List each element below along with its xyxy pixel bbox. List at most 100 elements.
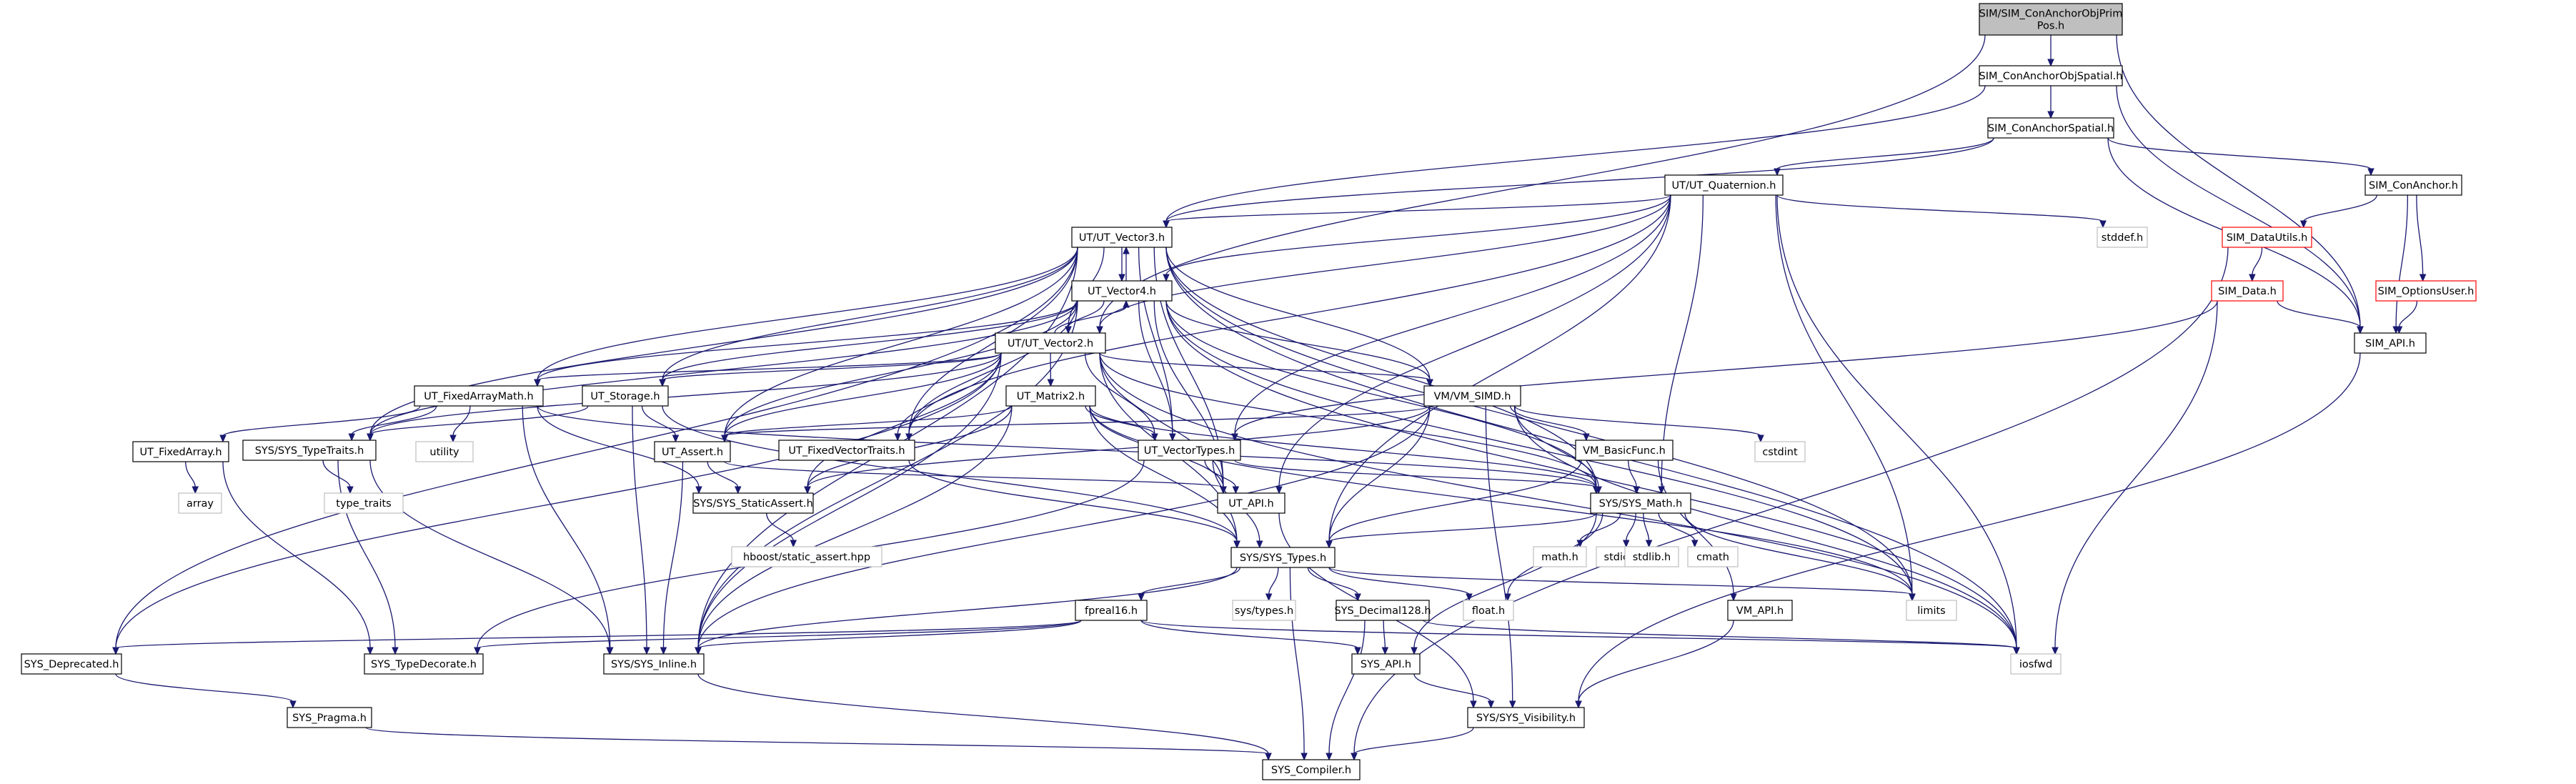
node-vmsimd[interactable]: VM/VM_SIMD.h [1423, 385, 1521, 407]
node-label: VM/VM_SIMD.h [1434, 391, 1511, 402]
node-basicfunc[interactable]: VM_BasicFunc.h [1575, 440, 1674, 461]
edge-quat-to-iosfwd [1776, 194, 2020, 655]
node-typedecorate[interactable]: SYS_TypeDecorate.h [364, 653, 484, 675]
node-hboost: hboost/static_assert.hpp [731, 546, 882, 567]
node-compiler[interactable]: SYS_Compiler.h [1262, 759, 1361, 780]
node-box [2010, 653, 2062, 675]
node-label: limits [1917, 605, 1945, 617]
node-visibility[interactable]: SYS/SYS_Visibility.h [1467, 707, 1585, 728]
node-box [1217, 492, 1285, 514]
edge-fixedarray-to-array [185, 461, 199, 495]
node-fpreal16[interactable]: fpreal16.h [1075, 600, 1148, 621]
node-fixedarraymath[interactable]: UT_FixedArrayMath.h [414, 385, 544, 407]
edge-decimal-to-sysapi [1381, 620, 1389, 655]
edge-vec2-to-fixedarraymath [534, 352, 1002, 387]
node-vec3[interactable]: UT/UT_Vector3.h [1071, 227, 1173, 248]
node-fvtraits[interactable]: UT_FixedVectorTraits.h [778, 440, 915, 461]
node-typetraits[interactable]: SYS/SYS_TypeTraits.h [242, 440, 377, 461]
node-simapi[interactable]: SIM_API.h [2354, 332, 2427, 354]
node-cmath: cmath [1687, 546, 1739, 567]
node-label: SYS/SYS_Types.h [1240, 552, 1326, 564]
node-label: iosfwd [2019, 659, 2052, 670]
node-box [242, 440, 377, 461]
node-fixedarray[interactable]: UT_FixedArray.h [132, 441, 229, 462]
node-spatial[interactable]: SIM_ConAnchorSpatial.h [1987, 117, 2114, 139]
edge-objspatial-to-spatial [2047, 86, 2054, 119]
edge-vec2-to-storage [659, 352, 1002, 387]
node-box [778, 440, 915, 461]
node-box [1754, 441, 1806, 462]
edge-vec2-to-utapi [1099, 352, 1227, 495]
node-box [132, 441, 229, 462]
edge-conanchor-to-simapi [2392, 194, 2409, 334]
node-objspatial[interactable]: SIM_ConAnchorObjSpatial.h [1979, 65, 2123, 86]
node-label: UT_Vector4.h [1088, 286, 1156, 297]
node-staticassert[interactable]: SYS/SYS_StaticAssert.h [692, 492, 814, 514]
node-optuser[interactable]: SIM_OptionsUser.h [2375, 280, 2477, 302]
edge-storage-to-inline [632, 405, 650, 655]
node-label: SIM_DataUtils.h [2227, 232, 2308, 244]
edge-staticassert-to-hboost [766, 512, 797, 548]
node-storage[interactable]: UT_Storage.h [582, 385, 669, 407]
node-stddef: stddef.h [2097, 227, 2148, 248]
node-vec2[interactable]: UT/UT_Vector2.h [995, 332, 1106, 354]
edge-vectypes-to-sysmath [1234, 460, 1600, 495]
node-typetraitsstd: type_traits [324, 492, 404, 514]
node-simdata[interactable]: SIM_Data.h [2211, 280, 2284, 302]
node-label: SYS/SYS_Visibility.h [1476, 713, 1576, 724]
node-stdlib: stdlib.h [1624, 546, 1679, 567]
node-assert[interactable]: UT_Assert.h [654, 441, 731, 462]
edge-deprecated-to-pragma [115, 673, 297, 709]
node-label: UT_Assert.h [662, 447, 723, 458]
node-pragma[interactable]: SYS_Pragma.h [287, 707, 372, 728]
edge-datautils-to-compiler [1351, 247, 2229, 761]
node-systypes[interactable]: SYS/SYS_Types.h [1230, 547, 1336, 568]
edge-fvtraits-to-systypes [908, 460, 1240, 549]
edge-systypes-to-decimal [1307, 567, 1361, 602]
node-box [1230, 547, 1336, 568]
edge-datautils-to-simdata [2249, 247, 2263, 282]
edge-pragma-to-compiler [365, 727, 1272, 761]
node-array: array [178, 492, 222, 514]
node-decimal[interactable]: SYS_Decimal128.h [1334, 600, 1431, 621]
node-matrix2[interactable]: UT_Matrix2.h [1005, 385, 1096, 407]
node-sysapi[interactable]: SYS_API.h [1351, 653, 1421, 675]
node-box [414, 385, 544, 407]
node-datautils[interactable]: SIM_DataUtils.h [2222, 227, 2312, 248]
node-vec4[interactable]: UT_Vector4.h [1071, 280, 1173, 302]
node-label: SYS_Pragma.h [292, 713, 367, 724]
node-label: SIM_Data.h [2218, 286, 2277, 297]
node-deprecated[interactable]: SYS_Deprecated.h [21, 653, 122, 675]
node-box [415, 441, 474, 462]
node-vectypes[interactable]: UT_VectorTypes.h [1138, 440, 1241, 461]
edge-vmsimd-to-staticassert [804, 405, 1431, 495]
node-sysmath[interactable]: SYS/SYS_Math.h [1590, 492, 1691, 514]
node-box [1467, 707, 1585, 728]
node-label: SIM_ConAnchorSpatial.h [1988, 123, 2114, 134]
node-label: math.h [1541, 552, 1578, 563]
node-inline[interactable]: SYS/SYS_Inline.h [603, 653, 705, 675]
node-conanchor[interactable]: SIM_ConAnchor.h [2364, 174, 2462, 196]
node-box [1005, 385, 1096, 407]
edge-fpreal16-to-inline [695, 620, 1082, 655]
node-box [603, 653, 705, 675]
node-label: SYS/SYS_TypeTraits.h [255, 445, 364, 457]
node-quat[interactable]: UT/UT_Quaternion.h [1664, 174, 1784, 196]
node-vmapi[interactable]: VM_API.h [1727, 600, 1793, 621]
node-box [21, 653, 122, 675]
node-box [1262, 759, 1361, 780]
node-label: SYS_API.h [1361, 659, 1411, 670]
node-label: SYS_Deprecated.h [24, 659, 119, 670]
edge-simdata-to-simapi [2277, 300, 2364, 334]
edge-sysmath-to-sysapi [1411, 512, 1597, 655]
edge-vec4-to-fvtraits [905, 300, 1078, 442]
edge-root-to-objspatial [2047, 35, 2054, 67]
node-box [995, 332, 1106, 354]
edge-basicfunc-to-vmapi [1657, 460, 1737, 602]
edge-systypes-to-floath [1328, 567, 1473, 602]
edge-vec3-to-typetraits [367, 247, 1078, 442]
edge-fixedarraymath-to-staticassert [537, 405, 702, 495]
edge-conanchor-to-optuser [2416, 194, 2427, 282]
node-utapi[interactable]: UT_API.h [1217, 492, 1285, 514]
